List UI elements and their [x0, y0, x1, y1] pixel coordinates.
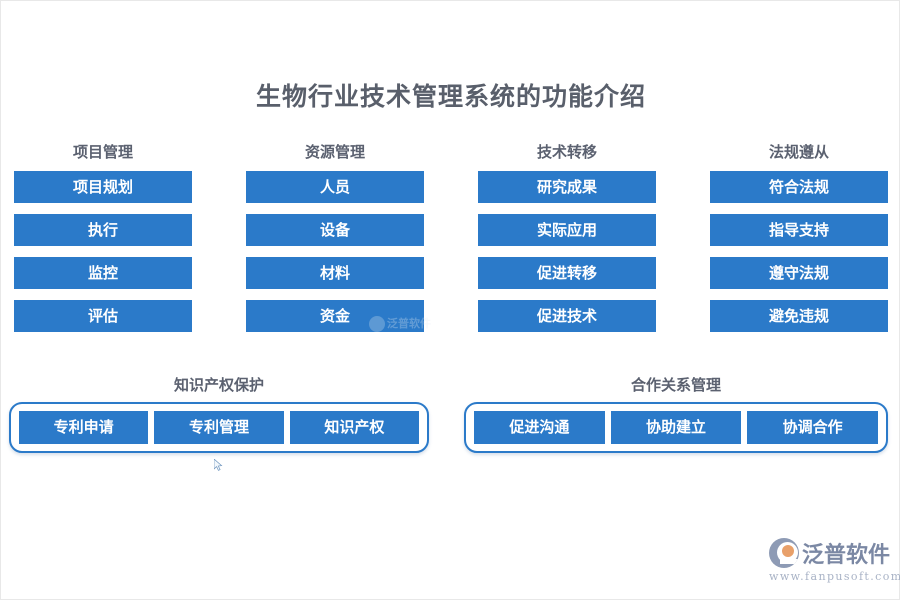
- feature-chip[interactable]: 设备: [246, 214, 424, 246]
- category-columns: 项目管理 项目规划 执行 监控 评估 资源管理 人员 设备 材料 资金 技术转移…: [14, 139, 888, 332]
- feature-chip[interactable]: 执行: [14, 214, 192, 246]
- feature-chip[interactable]: 专利申请: [19, 411, 149, 444]
- feature-chip[interactable]: 遵守法规: [710, 257, 888, 289]
- group-partnership-management: 合作关系管理 促进沟通 协助建立 协调合作: [451, 372, 900, 453]
- feature-chip[interactable]: 项目规划: [14, 171, 192, 203]
- feature-chip[interactable]: 协助建立: [610, 411, 742, 444]
- feature-chip[interactable]: 资金: [246, 300, 424, 332]
- mouse-cursor-icon: [213, 456, 223, 471]
- logo-dot-shape: [782, 545, 794, 557]
- fanpu-logo-icon: [769, 538, 799, 568]
- brand-logo: 泛普软件 www.fanpusoft.com: [769, 537, 900, 587]
- feature-chip[interactable]: 监控: [14, 257, 192, 289]
- feature-chip[interactable]: 协调合作: [747, 411, 879, 444]
- category-column-technology-transfer: 技术转移 研究成果 实际应用 促进转移 促进技术: [478, 139, 656, 332]
- column-header: 技术转移: [536, 143, 597, 161]
- feature-chip[interactable]: 促进沟通: [474, 411, 605, 444]
- group-container: 促进沟通 协助建立 协调合作: [464, 402, 888, 453]
- page-title: 生物行业技术管理系统的功能介绍: [255, 82, 646, 111]
- column-header: 资源管理: [304, 143, 365, 161]
- feature-chip[interactable]: 材料: [246, 257, 424, 289]
- group-ip-protection: 知识产权保护 专利申请 专利管理 知识产权: [1, 372, 451, 453]
- logo-row: 泛普软件: [769, 537, 893, 569]
- column-header: 项目管理: [72, 143, 133, 161]
- feature-chip[interactable]: 专利管理: [154, 411, 284, 444]
- column-header: 法规遵从: [768, 143, 829, 161]
- group-header: 知识产权保护: [173, 376, 264, 394]
- feature-chip[interactable]: 符合法规: [710, 171, 888, 203]
- logo-name: 泛普软件: [802, 542, 891, 568]
- feature-chip[interactable]: 研究成果: [478, 171, 656, 203]
- logo-bar-shape: [780, 559, 798, 564]
- feature-chip[interactable]: 人员: [246, 171, 424, 203]
- category-column-resource-management: 资源管理 人员 设备 材料 资金: [246, 139, 424, 332]
- feature-chip[interactable]: 知识产权: [289, 411, 419, 444]
- feature-chip[interactable]: 指导支持: [710, 214, 888, 246]
- feature-chip[interactable]: 评估: [14, 300, 192, 332]
- feature-chip[interactable]: 避免违规: [710, 300, 888, 332]
- grouped-sections: 知识产权保护 专利申请 专利管理 知识产权 合作关系管理 促进沟通 协助建立 协…: [1, 372, 900, 453]
- group-container: 专利申请 专利管理 知识产权: [9, 402, 429, 453]
- group-header: 合作关系管理: [630, 376, 721, 394]
- category-column-regulatory-compliance: 法规遵从 符合法规 指导支持 遵守法规 避免违规: [710, 139, 888, 332]
- logo-url: www.fanpusoft.com: [769, 570, 900, 583]
- feature-chip[interactable]: 实际应用: [478, 214, 656, 246]
- feature-chip[interactable]: 促进技术: [478, 300, 656, 332]
- category-column-project-management: 项目管理 项目规划 执行 监控 评估: [14, 139, 192, 332]
- feature-chip[interactable]: 促进转移: [478, 257, 656, 289]
